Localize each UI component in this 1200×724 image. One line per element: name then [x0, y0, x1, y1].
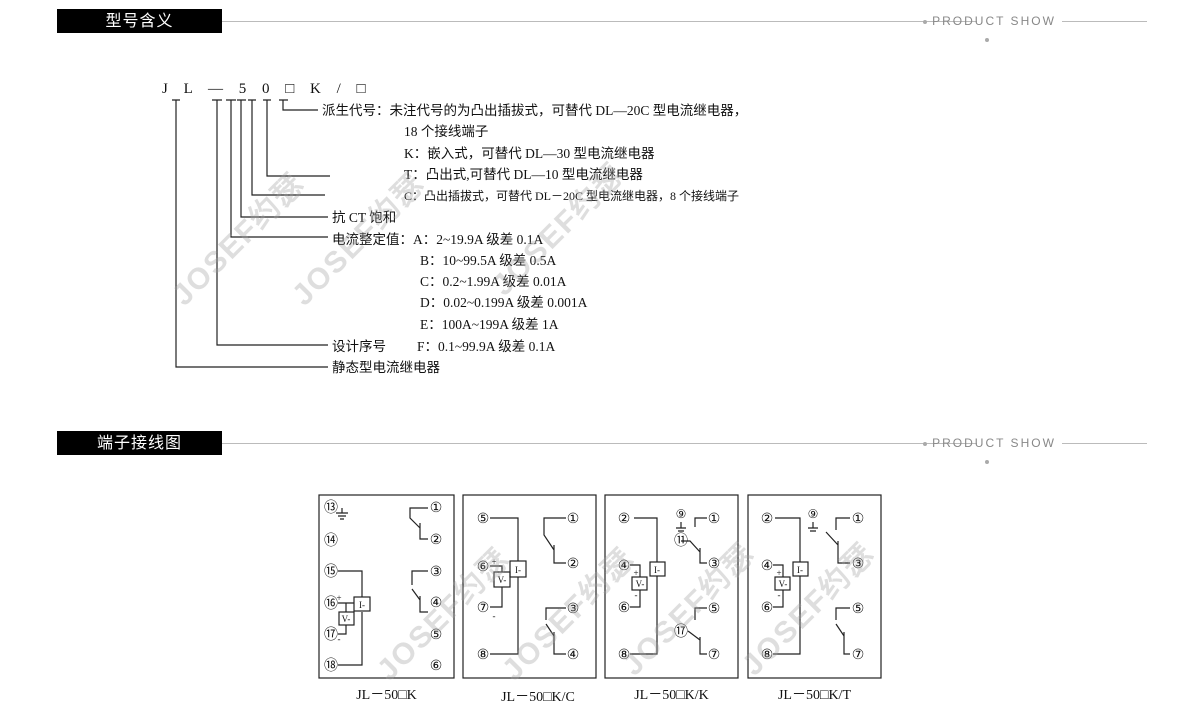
terminal-1: ① [708, 512, 721, 527]
terminal-4: ④ [430, 596, 443, 611]
terminal-1: ① [430, 501, 443, 516]
section-header-model-meaning: 型号含义 PRODUCT SHOW [57, 9, 1147, 42]
model-text-line: T：凸出式,可替代 DL—10 型电流继电器 [404, 167, 643, 182]
terminal-18: ⑱ [324, 658, 338, 674]
terminal-1: ① [852, 512, 865, 527]
terminal-3: ③ [852, 557, 865, 572]
diagram-caption: JL－50□K/T [777, 688, 851, 703]
terminal-7: ⑦ [852, 648, 865, 663]
section-title: 端子接线图 [57, 431, 222, 455]
section-header-terminal-wiring: 端子接线图 PRODUCT SHOW [57, 431, 1147, 464]
terminal-3: ③ [430, 565, 443, 580]
plus-sign: + [776, 568, 781, 578]
terminal-13: ⑬ [324, 500, 338, 516]
terminal-9: ⑨ [676, 507, 687, 521]
terminal-6: ⑥ [761, 601, 774, 616]
terminal-5: ⑤ [852, 602, 865, 617]
terminal-16: ⑯ [324, 596, 338, 612]
model-text-line: 静态型电流继电器 [332, 360, 440, 375]
minus-sign: - [493, 611, 496, 621]
terminal-14: ⑭ [324, 533, 338, 549]
minus-sign: - [338, 634, 341, 644]
terminal-17: ⑰ [674, 624, 688, 640]
terminal-2: ② [567, 557, 580, 572]
terminal-3: ③ [567, 602, 580, 617]
diagram-caption: JL－50□K/K [634, 688, 709, 703]
terminal-9: ⑨ [808, 507, 819, 521]
terminal-7: ⑦ [477, 601, 490, 616]
terminal-6: ⑥ [430, 659, 443, 674]
model-text-line: 抗 CT 饱和 [332, 210, 397, 225]
terminal-4: ④ [761, 559, 774, 574]
terminal-15: ⑮ [324, 564, 338, 580]
model-code: J L — 5 0 □ K / □ [162, 81, 372, 97]
terminal-4: ④ [618, 559, 631, 574]
terminal-8: ⑧ [618, 648, 631, 663]
terminal-2: ② [618, 512, 631, 527]
voltage-symbol: V- [342, 614, 351, 624]
model-text-line: F：0.1~99.9A 级差 0.1A [417, 339, 556, 354]
terminal-5: ⑤ [708, 602, 721, 617]
model-text-line: 派生代号：未注代号的为凸出插拔式，可替代 DL—20C 型电流继电器， [322, 103, 748, 118]
plus-sign: + [491, 557, 496, 567]
terminal-8: ⑧ [761, 648, 774, 663]
terminal-6: ⑥ [477, 560, 490, 575]
current-symbol: I- [515, 565, 521, 575]
terminal-2: ② [761, 512, 774, 527]
model-text-line: 电流整定值：A：2~19.9A 级差 0.1A [332, 232, 544, 247]
model-text-line: E：100A~199A 级差 1A [420, 317, 559, 332]
voltage-symbol: V- [498, 575, 507, 585]
model-text-line: D：0.02~0.199A 级差 0.001A [420, 295, 588, 310]
current-symbol: I- [654, 565, 660, 575]
model-text-line: C：凸出插拔式，可替代 DL－20C 型电流继电器，8 个接线端子 [404, 189, 740, 203]
divider-line [222, 443, 977, 444]
current-symbol: I- [797, 565, 803, 575]
model-bracket-lines [172, 99, 330, 368]
model-text-line: 设计序号 [332, 339, 386, 354]
minus-sign: - [778, 590, 781, 600]
divider-line [222, 21, 977, 22]
terminal-7: ⑦ [708, 648, 721, 663]
model-text-line: B：10~99.5A 级差 0.5A [420, 253, 557, 268]
current-symbol: I- [359, 600, 365, 610]
terminal-3: ③ [708, 557, 721, 572]
diagram-caption: JL－50□K/C [501, 690, 575, 705]
terminal-4: ④ [567, 648, 580, 663]
terminal-8: ⑧ [477, 648, 490, 663]
voltage-symbol: V- [636, 579, 645, 589]
terminal-2: ② [430, 533, 443, 548]
product-show-tag: PRODUCT SHOW [912, 12, 1062, 48]
terminal-1: ① [567, 512, 580, 527]
model-text-line: K：嵌入式，可替代 DL—30 型电流继电器 [404, 146, 655, 161]
terminal-6: ⑥ [618, 601, 631, 616]
model-text-line: C：0.2~1.99A 级差 0.01A [420, 274, 567, 289]
terminal-5: ⑤ [477, 512, 490, 527]
terminal-5: ⑤ [430, 628, 443, 643]
section-title: 型号含义 [57, 9, 222, 33]
product-show-tag: PRODUCT SHOW [912, 434, 1062, 470]
model-text-line: 18 个接线端子 [404, 124, 489, 139]
terminal-17: ⑰ [324, 627, 338, 643]
plus-sign: + [633, 568, 638, 578]
diagram-caption: JL－50□K [356, 688, 417, 703]
divider-line [1062, 443, 1147, 444]
divider-line [1062, 21, 1147, 22]
voltage-symbol: V- [779, 579, 788, 589]
plus-sign: + [336, 593, 341, 603]
minus-sign: - [635, 590, 638, 600]
terminal-11: ⑪ [674, 533, 688, 549]
